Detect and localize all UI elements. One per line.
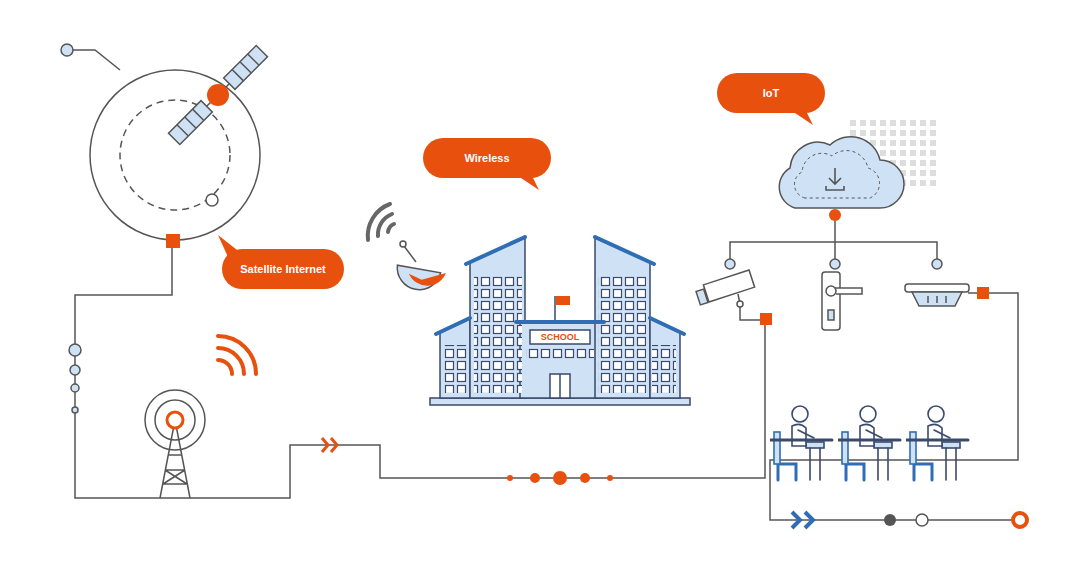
speech-bubble: Wireless <box>423 138 551 178</box>
bubble-tail <box>218 235 248 257</box>
bubble-tail <box>509 170 539 192</box>
speech-bubble: Satellite Internet <box>222 249 344 289</box>
bubble-tail <box>783 105 813 127</box>
speech-bubble: IoT <box>717 73 825 113</box>
bubble-label: Wireless <box>464 152 509 164</box>
bubble-label: IoT <box>763 87 780 99</box>
building-sign: SCHOOL <box>539 332 582 342</box>
bubble-label: Satellite Internet <box>240 263 326 275</box>
